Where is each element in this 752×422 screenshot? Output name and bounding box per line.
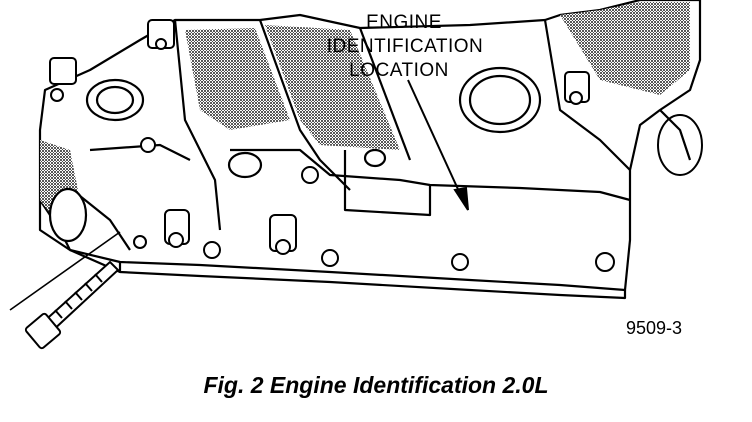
callout-label-line-3: LOCATION <box>349 60 449 81</box>
callout-arrow <box>407 79 469 211</box>
engine-block-illustration <box>9 0 703 350</box>
part-number: 9509-3 <box>626 318 683 338</box>
bolt-bosses <box>49 19 703 272</box>
cylinder-bores <box>48 66 542 243</box>
figure-caption: Fig. 2 Engine Identification 2.0L <box>203 372 549 398</box>
stippled-shading <box>40 2 690 220</box>
bolt <box>9 231 121 350</box>
callout-label-line-1: ENGINE <box>366 12 442 33</box>
callout-label-line-2: IDENTIFICATION <box>326 36 484 57</box>
